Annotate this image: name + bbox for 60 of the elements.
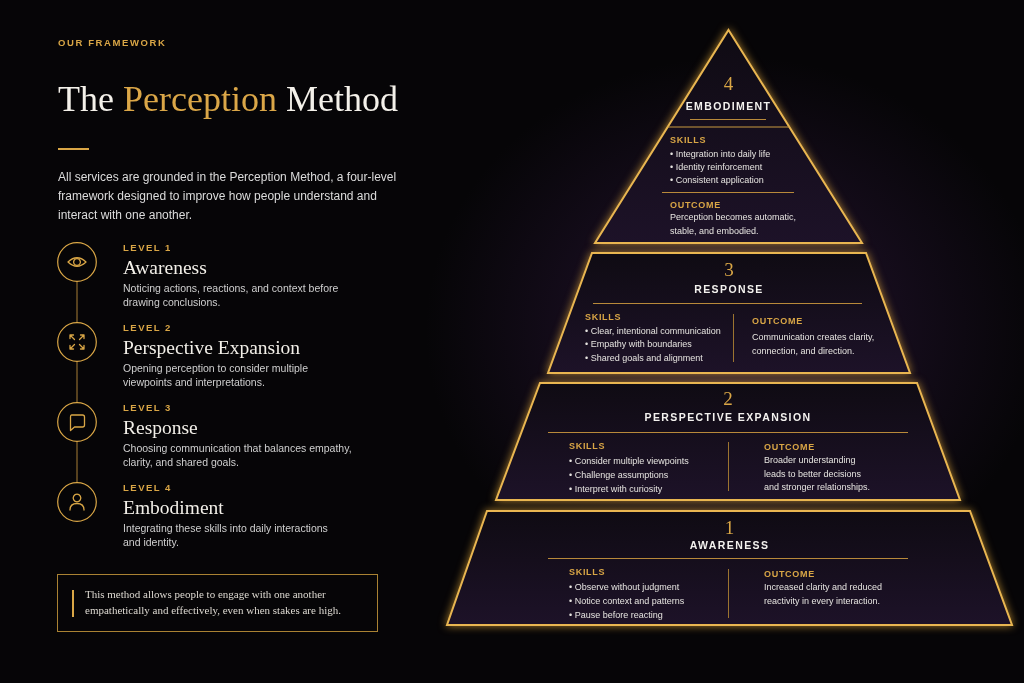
- tier-title: AWARENESS: [689, 538, 770, 552]
- note-box: [57, 574, 378, 632]
- bullet-item: • Identity reinforcement: [670, 160, 763, 174]
- pyramid-tier: [496, 383, 960, 500]
- bullet-item: • Pause before reacting: [569, 608, 663, 622]
- section-heading: OUTCOME: [764, 441, 815, 453]
- section-heading: OUTCOME: [752, 315, 803, 327]
- section-heading: SKILLS: [670, 134, 707, 146]
- bullet-item: • Integration into daily life: [670, 147, 771, 161]
- level-description: Choosing communication that balances empathy, clarity, and shared goals.: [123, 441, 353, 469]
- pyramid-tier: [595, 30, 862, 243]
- eye-icon: [57, 242, 97, 282]
- connector-line: [76, 360, 78, 404]
- note-text: This method allows people to engage with one another empathetically and effectively, even when stakes are high.: [85, 587, 342, 618]
- section-heading: SKILLS: [585, 311, 622, 323]
- bullet-item: • Empathy with boundaries: [585, 338, 692, 351]
- level-description: Integrating these skills into daily interactions and identity.: [123, 521, 329, 549]
- pyramid-tier: [548, 253, 910, 373]
- bullet-item: • Clear, intentional communication: [585, 324, 721, 338]
- level-heading: Perspective Expansion: [123, 337, 301, 359]
- level-description: Opening perception to consider multiple viewpoints and interpretations.: [123, 361, 310, 389]
- connector-line: [76, 280, 78, 324]
- intro-paragraph: All services are grounded in the Perception Method, a four-level framework designed to improve how people understand and interact with one another.: [58, 169, 398, 224]
- tier-number: 1: [724, 517, 735, 539]
- bullet-item: • Consistent application: [670, 173, 764, 187]
- level-label: LEVEL 3: [123, 402, 172, 414]
- bullet-item: • Consider multiple viewpoints: [569, 454, 689, 468]
- speech-bubble-icon: [57, 402, 97, 442]
- section-heading: SKILLS: [569, 566, 606, 578]
- tier-number: 4: [723, 73, 734, 95]
- outcome-text: Broader understanding leads to better decisions and stronger relationships.: [764, 454, 872, 494]
- bullet-item: • Observe without judgment: [569, 580, 680, 594]
- level-description: Noticing actions, reactions, and context before drawing conclusions.: [123, 281, 340, 309]
- level-label: LEVEL 2: [123, 322, 172, 334]
- outcome-text: Perception becomes automatic, stable, and embodied.: [670, 211, 798, 238]
- bullet-item: • Challenge assumptions: [569, 468, 669, 482]
- section-heading: SKILLS: [569, 440, 606, 452]
- bullet-item: • Shared goals and alignment: [585, 351, 703, 365]
- page-title: The Perception Method: [58, 78, 399, 120]
- level-label: LEVEL 4: [123, 482, 172, 494]
- pyramid-tier: [447, 511, 1012, 625]
- tier-number: 2: [723, 388, 733, 410]
- outcome-text: Communication creates clarity, connection, and direction.: [752, 331, 876, 358]
- section-heading: OUTCOME: [764, 568, 815, 580]
- level-heading: Response: [123, 417, 198, 439]
- person-icon: [57, 482, 97, 522]
- level-heading: Embodiment: [123, 497, 224, 519]
- tier-title: RESPONSE: [694, 282, 764, 296]
- tier-title: PERSPECTIVE EXPANSION: [644, 410, 812, 424]
- bullet-item: • Interpret with curiosity: [569, 482, 663, 496]
- section-heading: OUTCOME: [670, 199, 721, 211]
- eyebrow-label: OUR FRAMEWORK: [58, 37, 167, 49]
- tier-title: EMBODIMENT: [685, 99, 772, 113]
- outcome-text: Increased clarity and reduced reactivity in every interaction.: [764, 581, 884, 608]
- level-heading: Awareness: [123, 257, 207, 279]
- level-label: LEVEL 1: [123, 242, 172, 254]
- tier-number: 3: [724, 259, 734, 281]
- connector-line: [76, 440, 78, 484]
- bullet-item: • Notice context and patterns: [569, 594, 685, 608]
- expand-arrows-icon: [57, 322, 97, 362]
